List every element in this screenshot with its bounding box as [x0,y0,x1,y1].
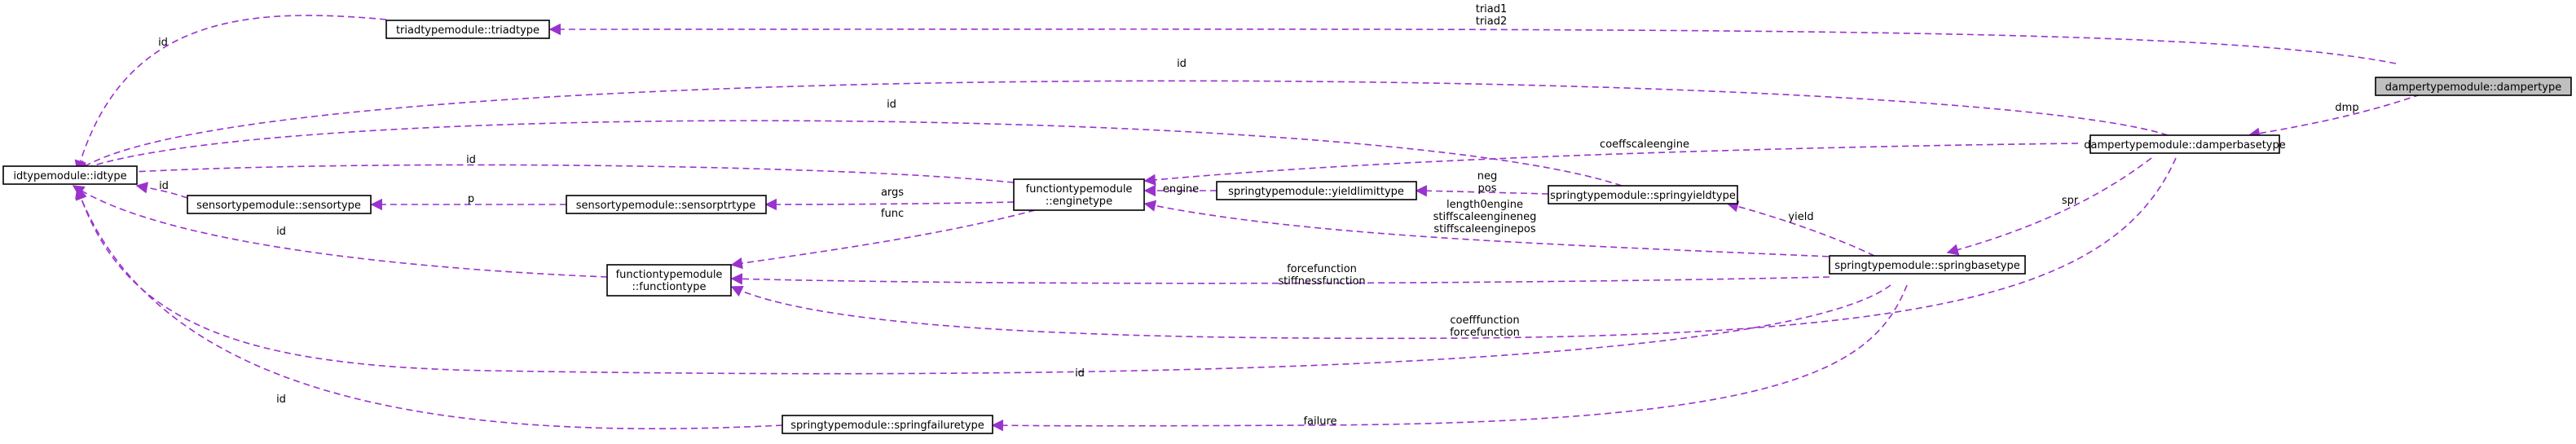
edge-label-stiffscaleengineneg: stiffscaleengineneg [1433,211,1537,223]
edge-springfailuretype-to-idtype [75,187,783,429]
edge-label-spr: spr [2062,195,2079,207]
edge-label-triad2: triad2 [1476,15,1508,28]
node-enginetype[interactable]: functiontypemodule ::enginetype [1013,178,1145,211]
edge-label-p: p [468,193,474,205]
edge-label-engine: engine [1163,183,1199,196]
node-triadtype[interactable]: triadtypemodule::triadtype [385,20,550,39]
edges [72,15,2421,432]
node-label: dampertypemodule::dampertype [2385,81,2562,94]
edge-springbasetype-to-springyieldtype [1726,200,1875,257]
edge-damperbasetype-to-idtype-top [76,80,2169,172]
edge-label-triad-id: id [158,37,168,49]
node-label-line1: functiontypemodule [616,269,723,281]
edge-label-neg: neg [1477,170,1498,182]
node-damperbasetype[interactable]: dampertypemodule::damperbasetype [2084,134,2286,154]
node-springfailuretype[interactable]: springtypemodule::springfailuretype [782,415,993,434]
edge-label-func: func [881,208,904,220]
edge-label-failure: failure [1303,415,1336,428]
node-label-line2: ::functiontype [632,281,707,293]
edge-springbasetype-to-idtype [75,186,1891,375]
edge-label-yield-id: id [887,99,896,111]
node-label: springtypemodule::springyieldtype [1550,190,1736,202]
edge-label-pos: pos [1478,182,1497,195]
edge-enginetype-to-sensorptrtype [764,198,1015,211]
edge-label-forcefunction: forcefunction [1287,263,1357,275]
node-label: idtypemodule::idtype [13,170,126,182]
edge-springyieldtype-to-yieldlimittype [1415,185,1549,197]
edge-labels: triad1 triad2 id id dmp id coeffscaleeng… [158,3,2359,428]
edge-label-stiffscaleenginepos: stiffscaleenginepos [1433,223,1535,235]
edge-label-failure-id: id [276,393,286,406]
edge-functiontype-to-idtype [72,185,608,278]
node-label: sensortypemodule::sensortype [196,200,361,212]
edge-dampertype-to-damperbasetype [2248,94,2421,139]
edge-label-function-id: id [276,226,286,238]
edge-label-coefffunction: coefffunction [1450,314,1519,327]
edge-damperbasetype-to-springbasetype [1946,157,2152,256]
edge-springbasetype-to-enginetype [1143,200,1851,258]
edge-dampertype-to-triadtype [548,23,2397,64]
node-label: dampertypemodule::damperbasetype [2084,139,2286,152]
node-springyieldtype[interactable]: springtypemodule::springyieldtype [1548,185,1738,204]
node-label: springtypemodule::springfailuretype [790,420,984,432]
edge-label-yield: yield [1788,211,1813,223]
edge-enginetype-to-functiontype [730,209,1036,270]
edge-triadtype-to-idtype [74,15,387,173]
edge-label-forcefunction-2: forcefunction [1450,327,1520,339]
node-yieldlimittype[interactable]: springtypemodule::yieldlimittype [1216,181,1417,200]
edge-label-length0engine: length0engine [1447,199,1523,211]
node-springbasetype[interactable]: springtypemodule::springbasetype [1829,255,2026,275]
edge-label-stiffnessfunction: stiffnessfunction [1278,275,1365,288]
edge-springyieldtype-to-idtype [76,120,1623,187]
edge-label-args: args [881,187,904,199]
edge-label-sensor-id: id [159,180,169,192]
edge-label-triad1: triad1 [1476,3,1508,15]
node-sensortype[interactable]: sensortypemodule::sensortype [187,195,372,214]
edge-label-coeffscaleengine: coeffscaleengine [1600,138,1689,151]
edge-damperbasetype-to-enginetype [1143,143,2079,186]
edge-label-engine-id: id [466,154,476,166]
node-label: triadtypemodule::triadtype [396,24,539,37]
edge-label-damper-id: id [1177,58,1187,70]
edge-enginetype-to-idtype [88,164,1015,183]
edge-springbasetype-to-springfailuretype [991,284,1908,432]
edge-label-dmp: dmp [2335,102,2358,114]
node-label-line1: functiontypemodule [1026,183,1133,196]
node-functiontype[interactable]: functiontypemodule ::functiontype [606,264,732,297]
node-label: springtypemodule::springbasetype [1834,260,2020,272]
edge-damperbasetype-to-functiontype [730,157,2177,340]
node-label: sensortypemodule::sensorptrtype [576,200,755,212]
edge-sensortype-to-idtype [135,182,188,199]
edge-label-spring-id: id [1075,367,1085,380]
node-sensorptrtype[interactable]: sensortypemodule::sensorptrtype [566,195,767,214]
node-label-line2: ::enginetype [1046,196,1112,208]
node-dampertype[interactable]: dampertypemodule::dampertype [2375,77,2572,96]
node-idtype[interactable]: idtypemodule::idtype [2,165,138,185]
node-label: springtypemodule::yieldlimittype [1228,186,1404,198]
